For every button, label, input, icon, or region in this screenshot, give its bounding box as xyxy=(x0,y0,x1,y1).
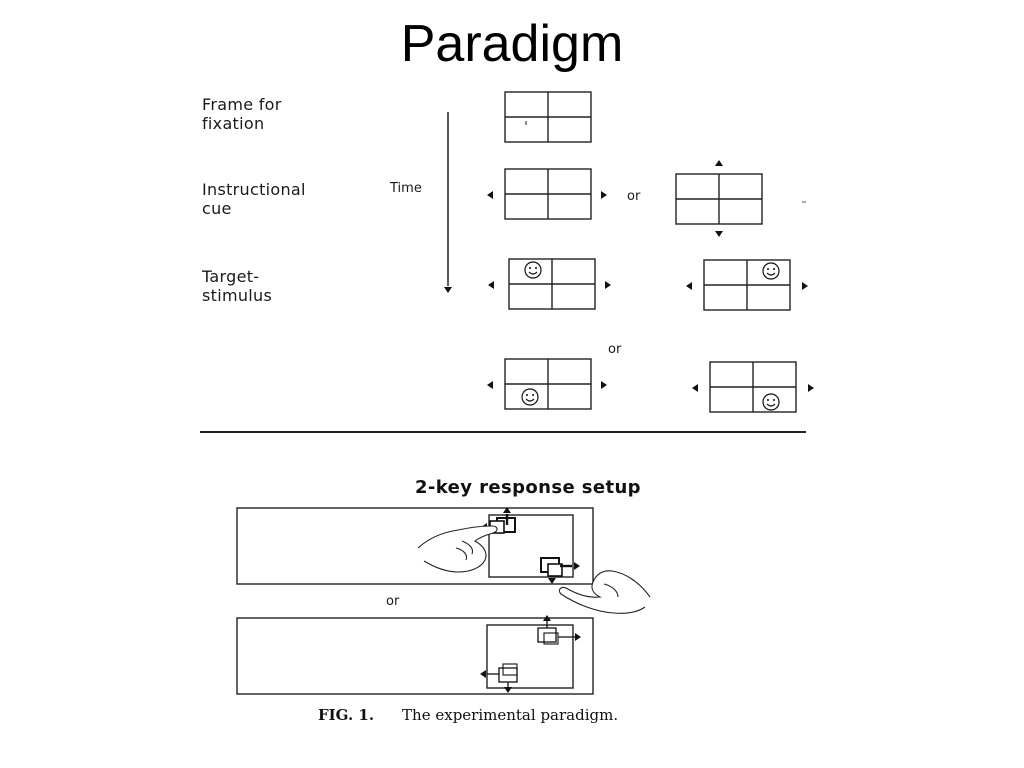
arrowhead-icon xyxy=(575,633,581,641)
arrowhead-icon xyxy=(487,381,493,389)
arrowhead-icon xyxy=(808,384,814,392)
smiley-face-icon xyxy=(524,261,542,279)
label-fixation: Frame for fixation xyxy=(202,95,282,133)
arrowhead-icon xyxy=(548,578,556,584)
time-label: Time xyxy=(390,181,422,196)
arrowhead-icon xyxy=(802,282,808,290)
or-label-response: or xyxy=(386,594,400,609)
label-instructional-cue: Instructional cue xyxy=(202,180,306,218)
arrowhead-icon xyxy=(686,282,692,290)
figure-number: FIG. 1. xyxy=(318,706,375,724)
response-board-keys-only xyxy=(236,615,594,695)
arrowhead-icon xyxy=(480,670,486,678)
or-label-cue: or xyxy=(627,189,641,204)
arrowhead-icon xyxy=(715,160,723,166)
arrowhead-icon xyxy=(601,191,607,199)
target-frame-lower-left xyxy=(487,358,607,410)
arrowhead-icon xyxy=(488,281,494,289)
or-label-target: or xyxy=(608,342,622,357)
smiley-face-icon xyxy=(762,393,780,411)
cue-frame-vertical xyxy=(675,160,806,237)
cue-frame-horizontal xyxy=(487,168,607,220)
target-frame-upper-right xyxy=(686,259,808,311)
smiley-face-icon xyxy=(762,262,780,280)
hand-icon xyxy=(558,570,651,614)
hand-icon xyxy=(417,525,498,573)
arrowhead-icon xyxy=(715,231,723,237)
arrowhead-icon xyxy=(487,191,493,199)
response-setup-title: 2-key response setup xyxy=(415,477,641,498)
fixation-frame xyxy=(504,91,592,143)
slide-title: Paradigm xyxy=(400,15,624,73)
target-frame-lower-right xyxy=(692,361,814,413)
target-frame-upper-left xyxy=(488,258,611,310)
arrowhead-icon xyxy=(692,384,698,392)
figure-caption-text: The experimental paradigm. xyxy=(402,706,619,724)
arrowhead-icon xyxy=(574,562,580,570)
arrowhead-icon xyxy=(601,381,607,389)
time-arrow xyxy=(444,112,452,293)
response-board-with-hands xyxy=(236,507,651,614)
label-target-stimulus: Target- stimulus xyxy=(202,267,273,305)
arrowhead-icon xyxy=(605,281,611,289)
smiley-face-icon xyxy=(521,388,539,406)
arrowhead-icon xyxy=(504,687,512,693)
figure-caption: FIG. 1. The experimental paradigm. xyxy=(318,706,618,724)
